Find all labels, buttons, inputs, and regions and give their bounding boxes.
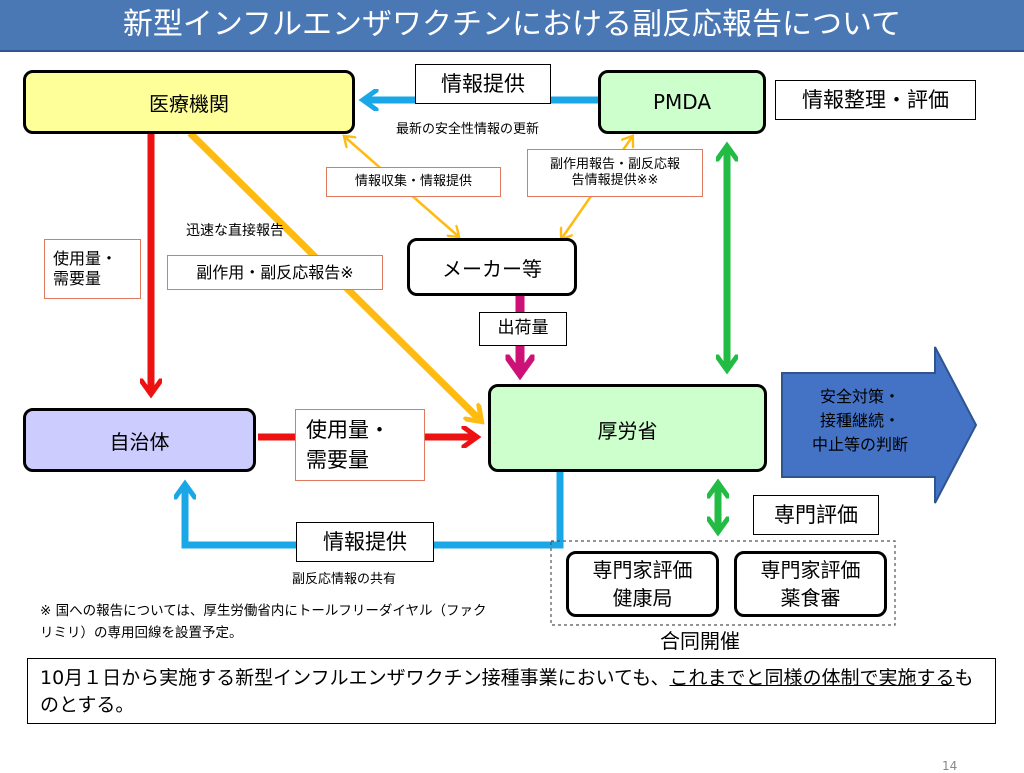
footer-statement: 10月１日から実施する新型インフルエンザワクチン接種事業においても、これまでと同… [27, 658, 996, 724]
label-shukkaryo-text: 出荷量 [497, 318, 549, 339]
node-jichitai: 自治体 [23, 408, 256, 472]
node-kenkokyoku-label: 専門家評価 健康局 [592, 558, 693, 610]
node-pmda: PMDA [598, 70, 766, 134]
joint-meeting-frame [550, 540, 896, 626]
label-shiyoryo-left: 使用量・ 需要量 [44, 239, 141, 299]
node-koroshou-label: 厚労省 [597, 419, 658, 443]
label-fukusayo-pmda: 副作用報告・副反応報 告情報提供※※ [527, 149, 703, 197]
title-bar [0, 0, 1024, 52]
label-jinsoku: 迅速な直接報告 [186, 223, 284, 239]
node-koroshou: 厚労省 [488, 384, 767, 472]
decision-arrow-shape [781, 346, 978, 504]
label-joho-teikyo-bottom-text: 情報提供 [323, 529, 407, 554]
decision-text: 安全対策・ 接種継続・ 中止等の判断 [811, 387, 908, 454]
page-title: 新型インフルエンザワクチンにおける副反応報告について [122, 7, 902, 42]
label-shiyoryo-left-text: 使用量・ 需要量 [53, 249, 118, 288]
footer-part3: ものとする。 [40, 667, 974, 716]
label-saishin: 最新の安全性情報の更新 [396, 122, 540, 137]
node-kenkokyoku: 専門家評価 健康局 [566, 551, 719, 617]
node-yakushokushin-label: 専門家評価 薬食審 [760, 558, 861, 610]
node-maker: メーカー等 [407, 238, 577, 296]
node-iryo-label: 医療機関 [149, 91, 229, 116]
label-joho-shushu-text: 情報収集・情報提供 [354, 173, 472, 189]
label-godo-kaisai: 合同開催 [660, 629, 740, 653]
node-maker-label: メーカー等 [442, 256, 542, 281]
label-fukuhanno-kyoyu: 副反応情報の共有 [292, 572, 397, 587]
label-fukusayo-report-text: 副作用・副反応報告※ [196, 262, 354, 282]
node-iryo-kikan: 医療機関 [23, 70, 355, 134]
node-jichitai-label: 自治体 [109, 429, 170, 454]
page-number: 14 [942, 759, 958, 773]
label-shiyoryo-mid: 使用量・ 需要量 [295, 409, 425, 481]
label-joho-seiri: 情報整理・評価 [775, 80, 976, 120]
footnote: ※ 国への報告については、厚生労働省内にトールフリーダイヤル（ファクリミリ）の専… [40, 603, 487, 641]
label-joho-seiri-text: 情報整理・評価 [802, 87, 949, 112]
label-shiyoryo-mid-text: 使用量・ 需要量 [306, 418, 390, 472]
footer-part1: 10月１日から実施する新型インフルエンザワクチン接種事業においても、 [40, 667, 670, 689]
label-shukkaryo: 出荷量 [479, 312, 567, 346]
footer-underlined: これまでと同様の体制で実施する [669, 667, 955, 689]
label-joho-shushu: 情報収集・情報提供 [326, 167, 501, 197]
label-joho-teikyo-top: 情報提供 [415, 64, 551, 104]
node-pmda-label: PMDA [652, 90, 712, 114]
label-senmon-hyoka: 専門評価 [753, 495, 879, 535]
label-senmon-hyoka-text: 専門評価 [774, 502, 858, 527]
label-joho-teikyo-bottom: 情報提供 [296, 522, 434, 562]
label-fukusayo-report: 副作用・副反応報告※ [167, 255, 383, 290]
label-fukusayo-pmda-text: 副作用報告・副反応報 告情報提供※※ [549, 156, 680, 188]
node-yakushokushin: 専門家評価 薬食審 [734, 551, 887, 617]
label-joho-teikyo-top-text: 情報提供 [441, 71, 525, 96]
